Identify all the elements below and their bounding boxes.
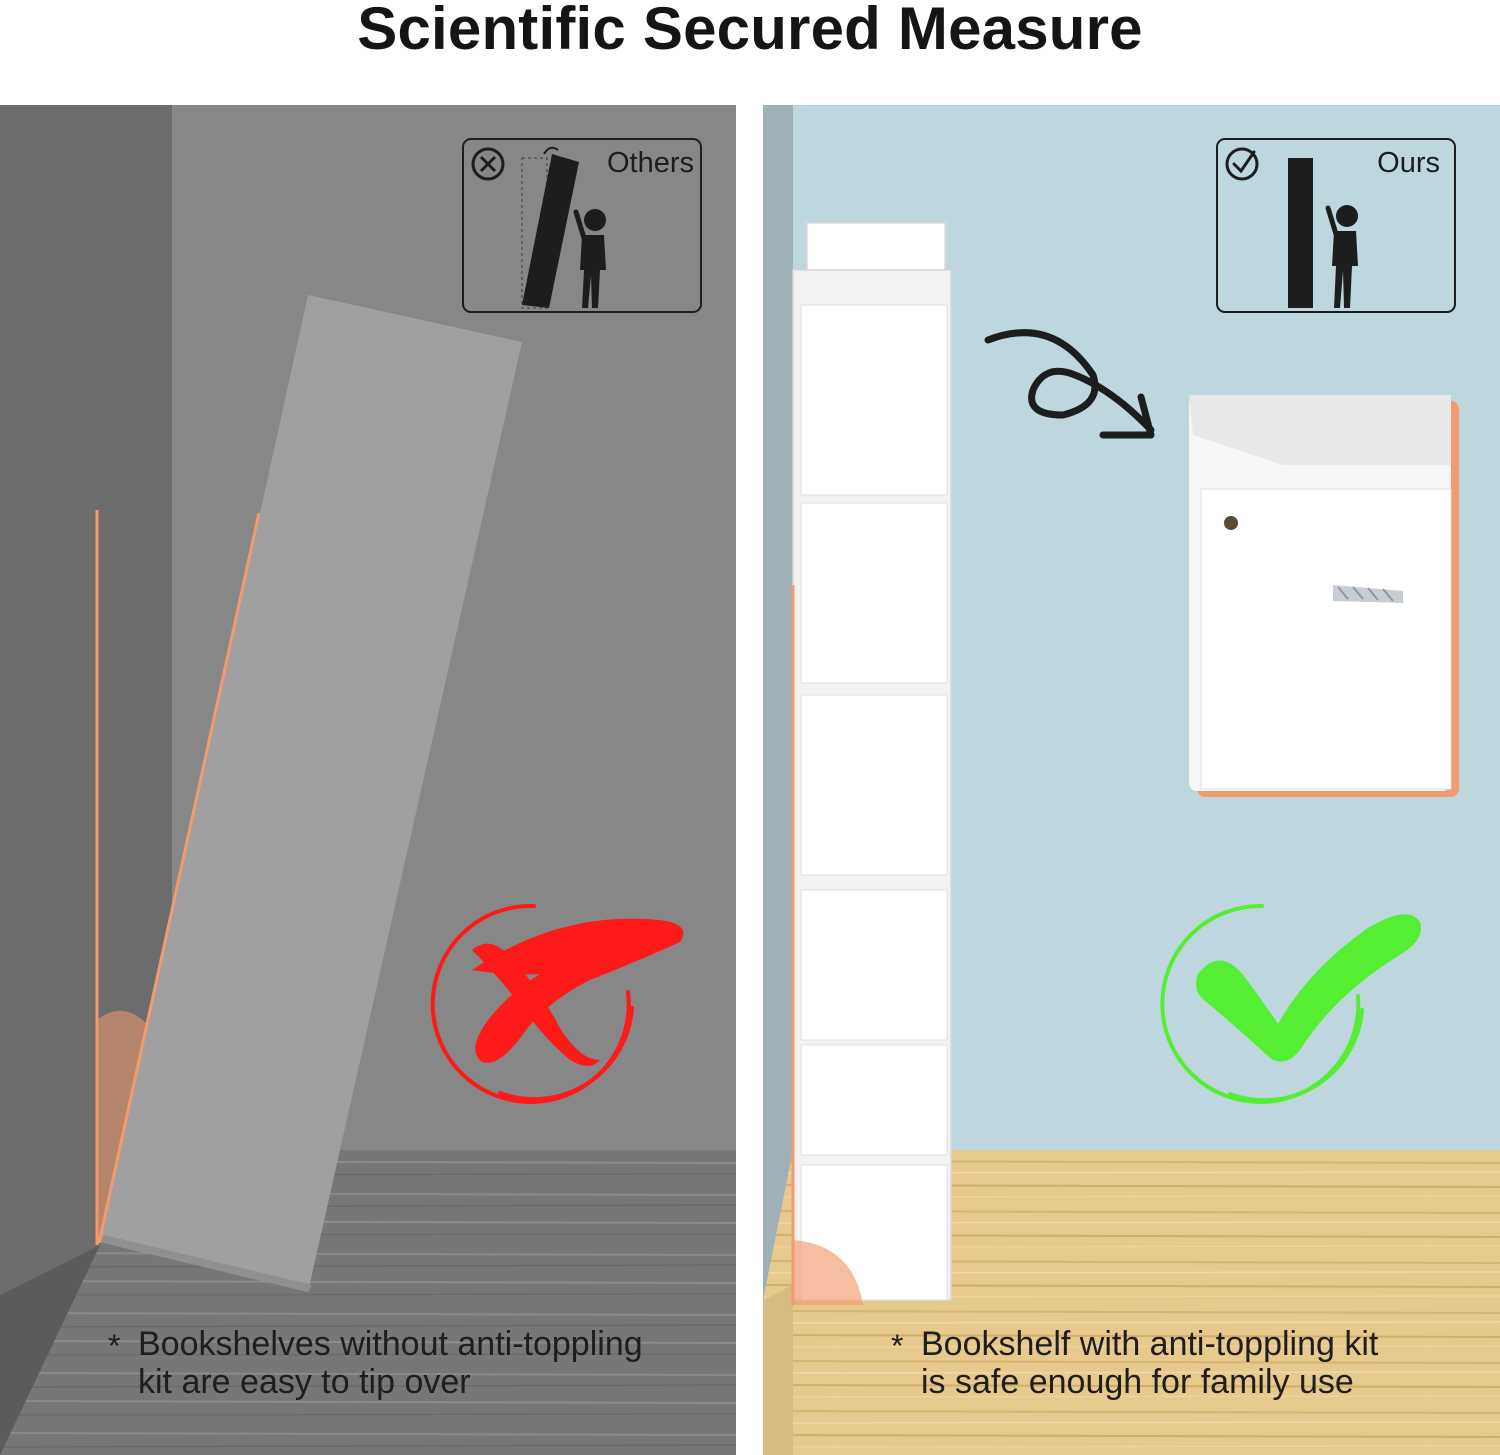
- asterisk-icon: *: [108, 1328, 121, 1364]
- others-panel: Others * Bookshelves without anti-toppli…: [0, 105, 736, 1455]
- green-check-mark-icon: [1160, 903, 1422, 1104]
- others-caption-line2: kit are easy to tip over: [138, 1363, 471, 1401]
- page-title: Scientific Secured Measure: [357, 0, 1143, 62]
- x-circle-icon: [471, 147, 505, 181]
- secured-shelf-child-icon: [1225, 147, 1358, 308]
- tipping-shelf-child-icon: [471, 146, 606, 309]
- asterisk-icon: *: [891, 1328, 904, 1364]
- ours-panel: Ours * Bookshelf with anti-toppling kit …: [763, 105, 1500, 1455]
- tipping-bookshelf-scene: [0, 105, 736, 1455]
- secured-bookshelf-scene: [763, 105, 1500, 1455]
- ours-caption-line1: Bookshelf with anti-toppling kit: [921, 1325, 1379, 1363]
- ours-label: Ours: [1377, 147, 1440, 179]
- red-x-mark-icon: [430, 903, 684, 1104]
- ours-badge: Ours: [1216, 138, 1456, 313]
- check-circle-icon: [1225, 147, 1259, 181]
- ours-caption: * Bookshelf with anti-toppling kit is sa…: [891, 1325, 1378, 1401]
- others-label: Others: [606, 147, 694, 179]
- others-caption-line1: Bookshelves without anti-toppling: [138, 1325, 643, 1363]
- ours-caption-line2: is safe enough for family use: [921, 1363, 1354, 1401]
- others-caption: * Bookshelves without anti-toppling kit …: [108, 1325, 643, 1401]
- others-badge: Others: [462, 138, 702, 313]
